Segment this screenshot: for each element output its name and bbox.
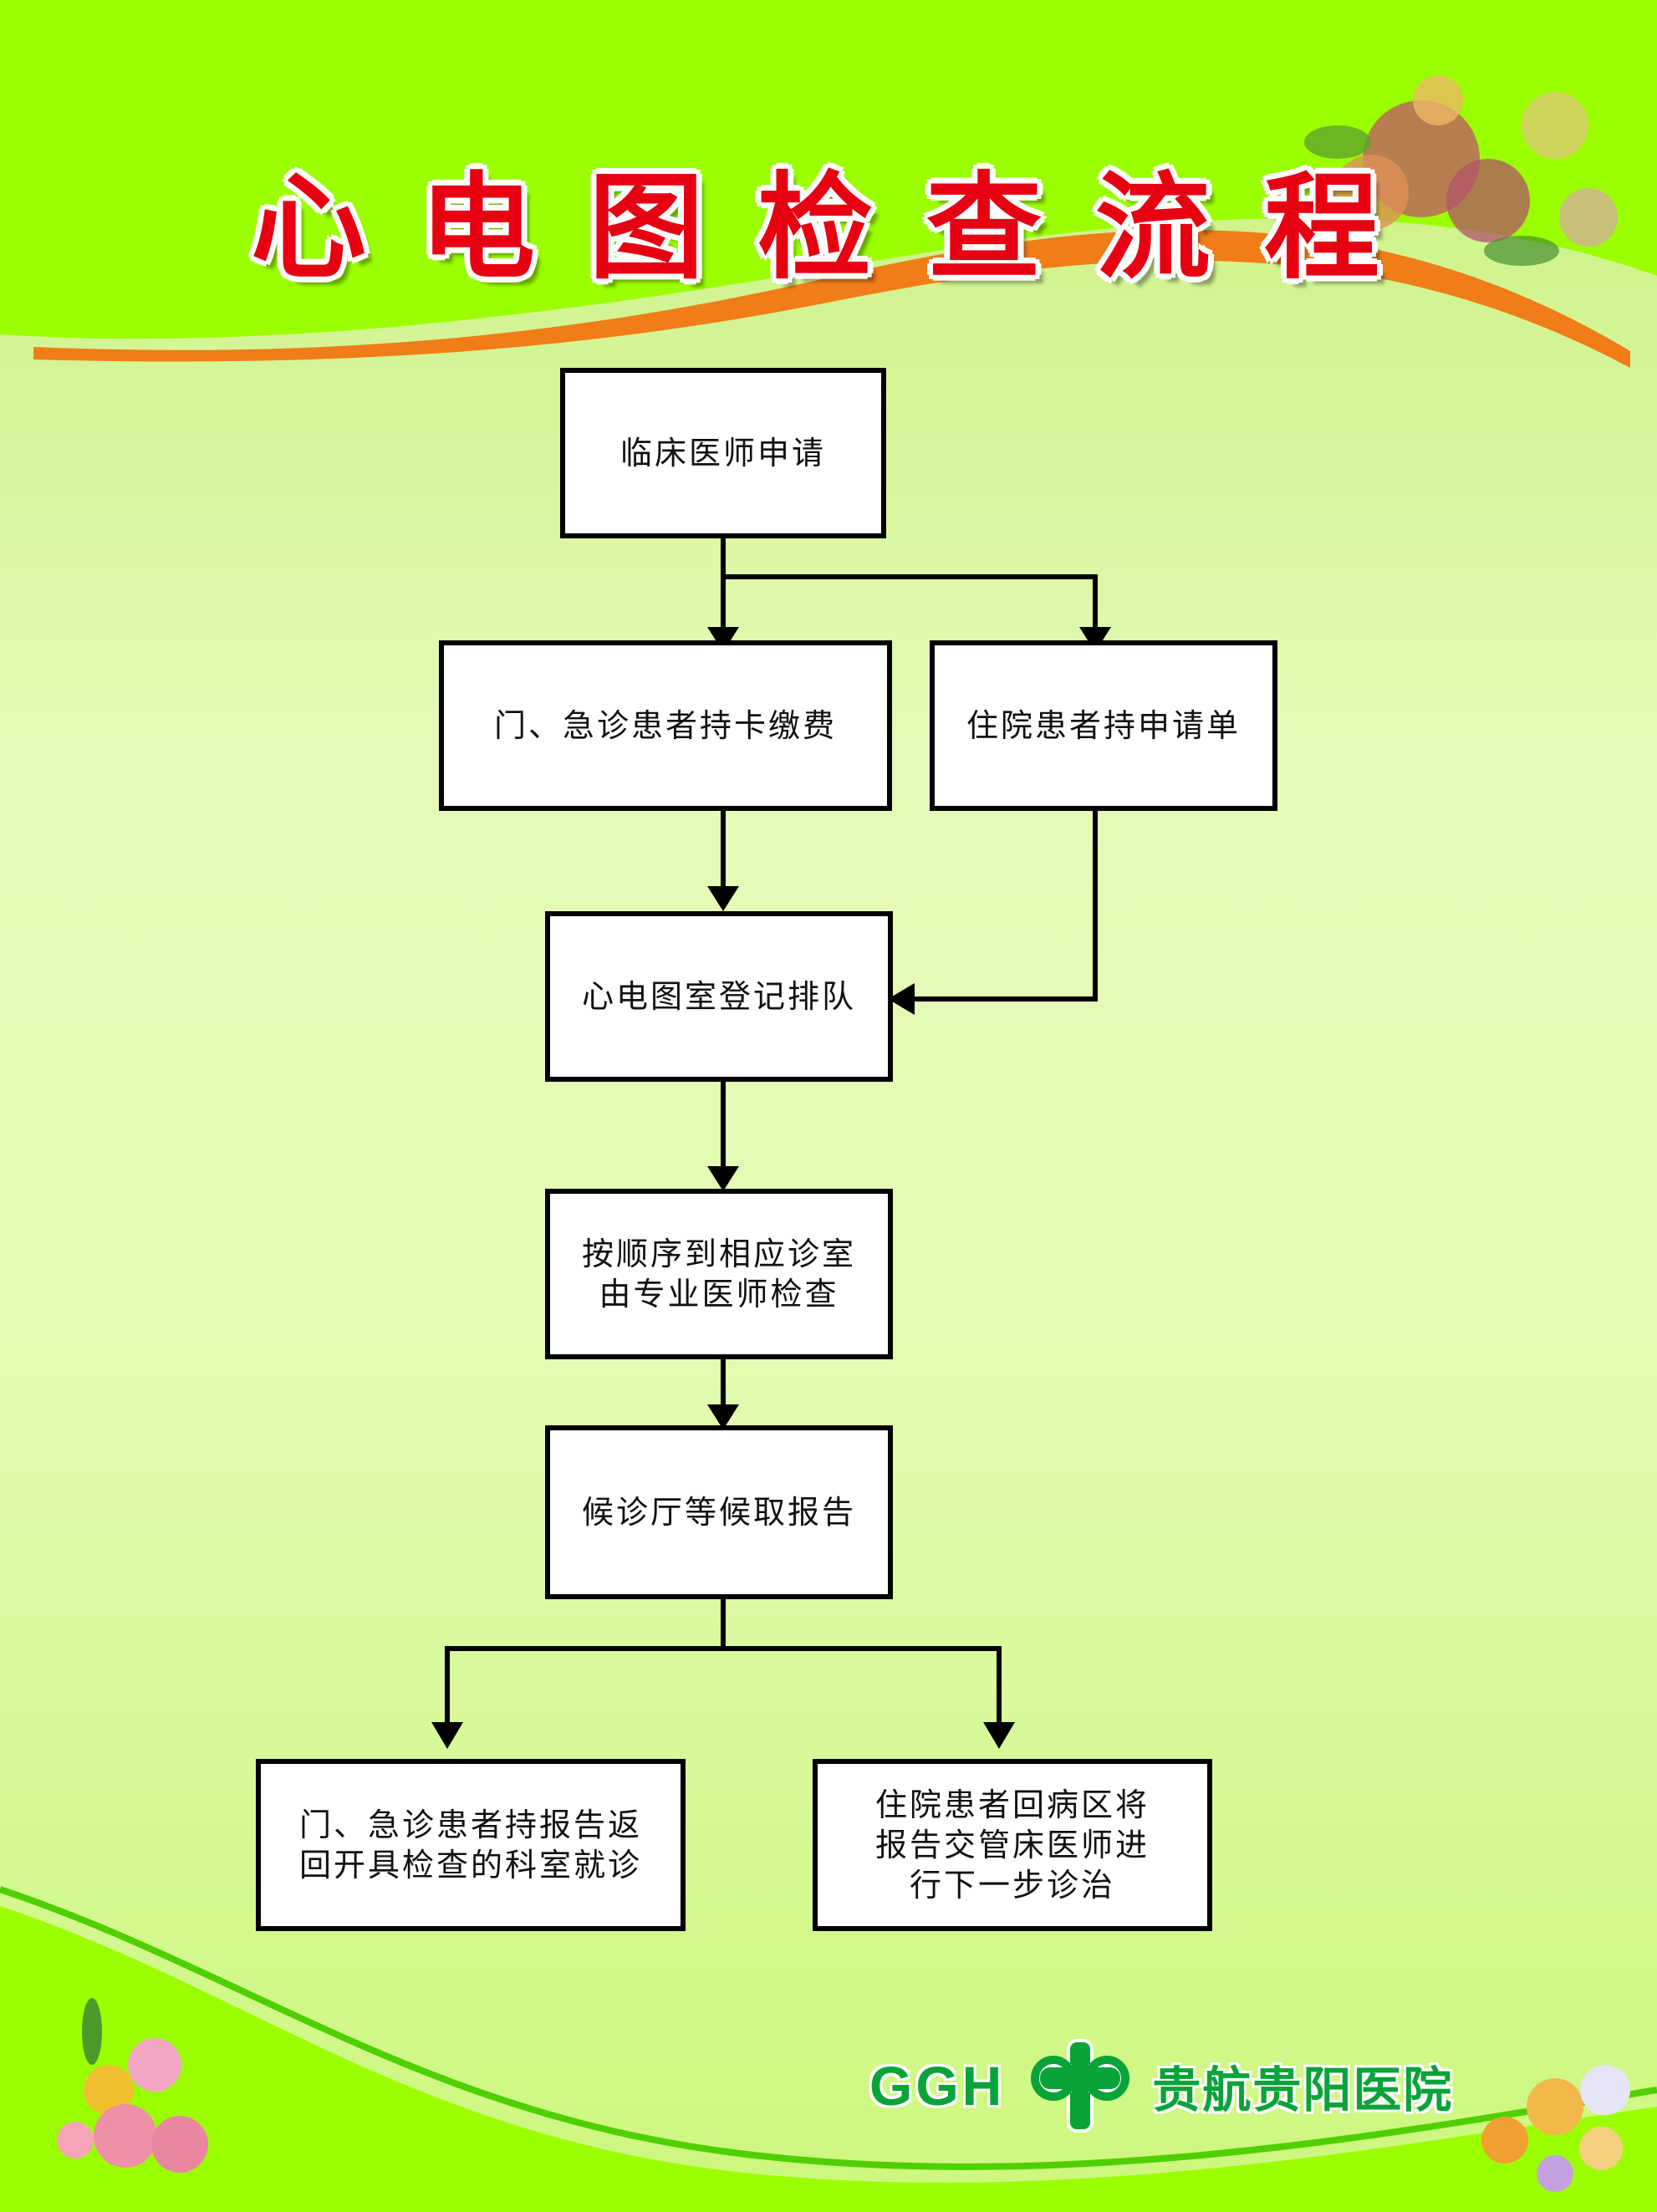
flow-step-label: 门、急诊患者持卡缴费 [493, 707, 837, 744]
flow-step-wait-report: 候诊厅等候取报告 [545, 1425, 893, 1599]
flow-step-ecg-registration: 心电图室登记排队 [545, 911, 893, 1082]
hospital-footer: GGH 贵航贵阳医院 [869, 2039, 1454, 2133]
flow-step-label: 按顺序到相应诊室 由专业医师检查 [582, 1234, 856, 1314]
flow-step-line: 按顺序到相应诊室 [581, 1236, 856, 1272]
top-green-band [0, 0, 1657, 339]
flow-step-label: 住院患者回病区将 报告交管床医师进 行下一步诊治 [875, 1785, 1150, 1905]
flow-step-outpatient-return: 门、急诊患者持报告返 回开具检查的科室就诊 [256, 1759, 686, 1931]
bottom-green-line [0, 1886, 1657, 2170]
flow-step-clinician-request: 临床医师申请 [560, 368, 886, 538]
flow-step-line: 回开具检查的科室就诊 [298, 1847, 642, 1883]
hospital-abbr: GGH [869, 2055, 1006, 2117]
orange-swoosh [33, 230, 1630, 368]
flow-step-outpatient-payment: 门、急诊患者持卡缴费 [439, 640, 892, 811]
flow-step-examination: 按顺序到相应诊室 由专业医师检查 [545, 1189, 893, 1359]
flower-decoration-bottom-left [57, 1998, 208, 2173]
flow-step-inpatient-form: 住院患者持申请单 [930, 640, 1277, 811]
flow-step-label: 门、急诊患者持报告返 回开具检查的科室就诊 [299, 1805, 642, 1885]
flow-step-line: 行下一步诊治 [909, 1867, 1115, 1904]
bottom-green-swoosh [0, 1906, 1657, 2212]
flower-decoration-bottom-right [1481, 2065, 1630, 2192]
flow-step-label: 临床医师申请 [619, 435, 826, 471]
flow-arrowheads [431, 627, 1111, 1749]
flow-step-label: 住院患者持申请单 [966, 707, 1241, 744]
flow-step-label: 候诊厅等候取报告 [581, 1494, 856, 1531]
flow-step-label: 心电图室登记排队 [581, 978, 856, 1015]
flow-connectors [445, 535, 1098, 1722]
green-cross-logo-icon [1031, 2039, 1130, 2133]
flow-step-line: 门、急诊患者持报告返 [298, 1807, 642, 1843]
flow-step-line: 由专业医师检查 [599, 1276, 839, 1312]
hospital-name: 贵航贵阳医院 [1152, 2062, 1454, 2118]
flower-decoration-top-right [1304, 75, 1618, 266]
page-title: 心电图检查流程 [251, 161, 1434, 295]
flow-step-line: 住院患者回病区将 [874, 1786, 1150, 1823]
flow-step-line: 报告交管床医师进 [874, 1827, 1150, 1863]
flow-step-inpatient-return: 住院患者回病区将 报告交管床医师进 行下一步诊治 [813, 1759, 1212, 1931]
